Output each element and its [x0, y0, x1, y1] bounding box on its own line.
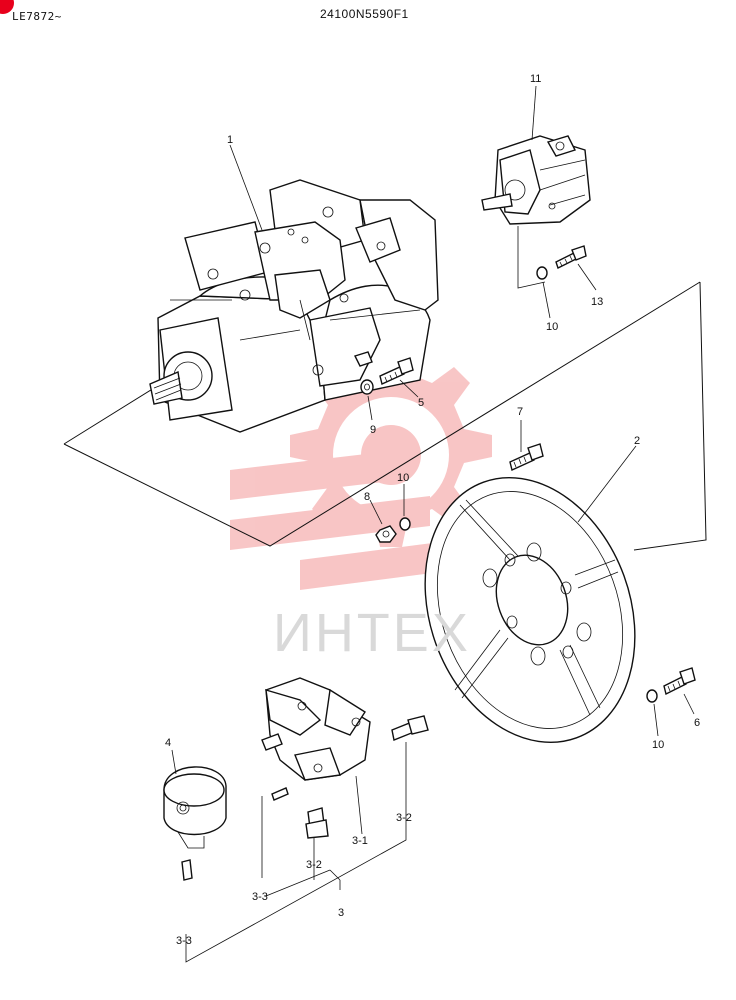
- callout-labels: 1 11 13 10 5 9 7 2 8 10 6 10 4 3-2 3-1 3…: [165, 73, 700, 947]
- callout-3-2-upper: 3-2: [396, 812, 412, 824]
- callout-3-2-lower: 3-2: [306, 859, 322, 871]
- callout-4: 4: [165, 737, 171, 749]
- flexible-coupling: [261, 677, 371, 781]
- callout-7: 7: [517, 406, 523, 418]
- callout-11: 11: [530, 73, 541, 85]
- washer-10-middle: [399, 517, 411, 531]
- bolt-5: [379, 357, 414, 385]
- callout-5: 5: [418, 397, 424, 409]
- callout-2: 2: [634, 435, 640, 447]
- nut-8: [375, 525, 397, 543]
- watermark-text: ИНТЕХ: [273, 603, 471, 663]
- corner-logo-mark: [0, 0, 14, 14]
- callout-6: 6: [694, 717, 700, 729]
- bolt-6: [663, 667, 696, 696]
- set-screw-3-3: [181, 859, 193, 881]
- leader-lines: [171, 85, 695, 963]
- pin-3-3-upper: [271, 787, 289, 801]
- washer-10-lower: [646, 689, 658, 703]
- part-number-title: 24100N5590F1: [320, 7, 409, 21]
- callout-10-upper: 10: [546, 321, 558, 333]
- main-hydraulic-pump: [149, 179, 439, 433]
- callout-3-1: 3-1: [352, 835, 368, 847]
- callout-3-3-upper: 3-3: [252, 891, 268, 903]
- callout-3: 3: [338, 907, 344, 919]
- washer-9: [360, 379, 374, 395]
- callout-10-lower: 10: [652, 739, 664, 751]
- bolt-7: [509, 443, 544, 471]
- callout-1: 1: [227, 134, 233, 146]
- callout-13: 13: [591, 296, 603, 308]
- coupling-bolt-lower: [305, 807, 329, 839]
- callout-9: 9: [370, 424, 376, 436]
- coupling-hub: [163, 766, 227, 836]
- model-code-label: LE7872~: [12, 10, 62, 23]
- callout-3-3-lower: 3-3: [176, 935, 192, 947]
- callout-8: 8: [364, 491, 370, 503]
- bolt-13: [555, 245, 587, 269]
- washer-10-upper: [536, 266, 548, 280]
- callout-10-middle: 10: [397, 472, 409, 484]
- leader-pilot-pump-mount: [517, 226, 546, 289]
- flywheel-housing-plate: [424, 477, 636, 743]
- pilot-gear-pump: [481, 135, 591, 225]
- coupling-bolt-upper: [391, 715, 429, 741]
